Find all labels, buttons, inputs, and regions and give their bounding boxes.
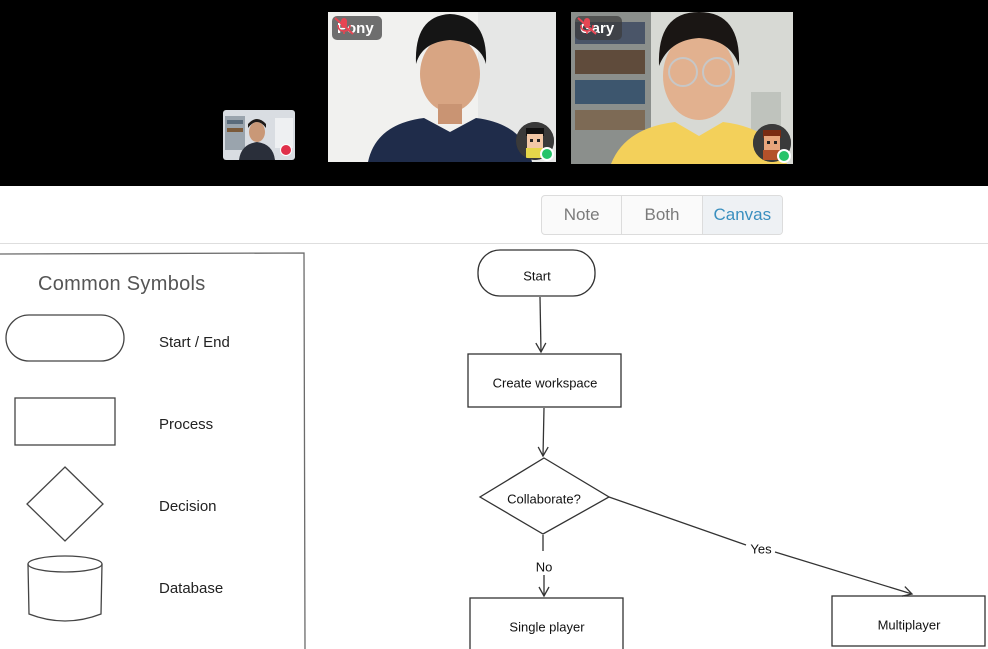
flow-process-label: Create workspace — [492, 375, 598, 391]
view-toggle-canvas[interactable]: Canvas — [702, 196, 782, 234]
view-mode-toggle: Note Both Canvas — [541, 195, 783, 235]
legend-panel — [0, 252, 306, 649]
self-video-feed — [223, 110, 295, 160]
canvas-drawing — [0, 249, 986, 649]
legend-label-start-end: Start / End — [159, 334, 230, 351]
flow-start-label: Start — [523, 268, 551, 284]
legend-database-shape — [27, 555, 103, 622]
recording-icon — [280, 144, 292, 156]
avatar-pony — [516, 122, 554, 160]
flow-branch-yes-label: Yes — [750, 541, 772, 557]
flow-multiplayer-label: Multiplayer — [877, 617, 941, 633]
connector-yes-to-multi — [774, 551, 914, 597]
connector-process-to-decision — [537, 407, 549, 458]
connector-start-to-process — [535, 296, 547, 354]
muted-mic-icon — [334, 17, 354, 35]
view-toggle-note[interactable]: Note — [542, 196, 623, 234]
pixel-avatar-icon — [753, 124, 791, 162]
legend-title: Common Symbols — [38, 273, 206, 295]
online-status-icon — [777, 149, 791, 163]
toolbar-divider — [0, 243, 988, 244]
view-toggle-both[interactable]: Both — [622, 196, 703, 234]
video-strip: Pony — [0, 0, 988, 186]
pixel-avatar-icon — [516, 122, 554, 160]
flow-single-player-node — [469, 597, 624, 649]
legend-terminator-shape — [5, 314, 125, 362]
flow-decision-node — [478, 457, 611, 535]
legend-label-database: Database — [159, 580, 224, 597]
legend-label-process: Process — [159, 416, 214, 433]
legend-process-shape — [14, 397, 116, 446]
name-tag-gary: Gary — [575, 16, 623, 40]
flow-process-node — [467, 353, 622, 408]
flow-start-node — [477, 249, 596, 297]
legend-decision-shape — [26, 466, 104, 542]
flow-single-player-label: Single player — [509, 619, 585, 635]
flow-decision-label: Collaborate? — [507, 491, 581, 507]
whiteboard-canvas[interactable]: Common Symbols Start / End Process Decis… — [0, 244, 988, 649]
self-video-tile[interactable] — [223, 110, 295, 160]
muted-mic-icon — [577, 17, 597, 35]
participant-tile-pony[interactable]: Pony — [328, 12, 556, 162]
online-status-icon — [540, 147, 554, 161]
flow-branch-no-label: No — [535, 559, 553, 575]
avatar-gary — [753, 124, 791, 162]
name-tag-pony: Pony — [332, 16, 382, 40]
connector-decision-to-yes — [608, 496, 747, 546]
participant-tile-gary[interactable]: Gary — [571, 12, 793, 164]
legend-label-decision: Decision — [159, 498, 217, 515]
